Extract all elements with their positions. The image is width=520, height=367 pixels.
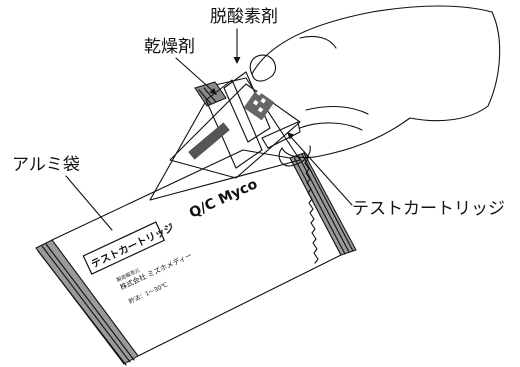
hand-illustration: [249, 5, 501, 167]
callout-oxygen-absorber: 脱酸素剤: [210, 7, 278, 64]
callout-test-cartridge: テストカートリッジ: [287, 132, 505, 219]
test-cartridge: [169, 83, 301, 179]
brand-logo: Q/C Myco: [187, 176, 260, 222]
label-oxygen-absorber: 脱酸素剤: [210, 7, 278, 27]
callout-desiccant: 乾燥剤: [144, 37, 217, 95]
pouch-print: Q/C Myco テストカートリッジ 製造販売元 株式会社 ミズホメディー 貯法…: [82, 176, 260, 306]
oxygen-absorber-packet: [223, 71, 271, 143]
aluminum-bag: [35, 149, 357, 366]
callout-aluminum-bag: アルミ袋: [12, 155, 113, 231]
desiccant-packet: [205, 79, 263, 169]
opened-bag-top: [149, 77, 301, 201]
label-aluminum-bag: アルミ袋: [12, 155, 80, 175]
label-desiccant: 乾燥剤: [144, 37, 195, 57]
label-test-cartridge: テストカートリッジ: [352, 199, 505, 219]
